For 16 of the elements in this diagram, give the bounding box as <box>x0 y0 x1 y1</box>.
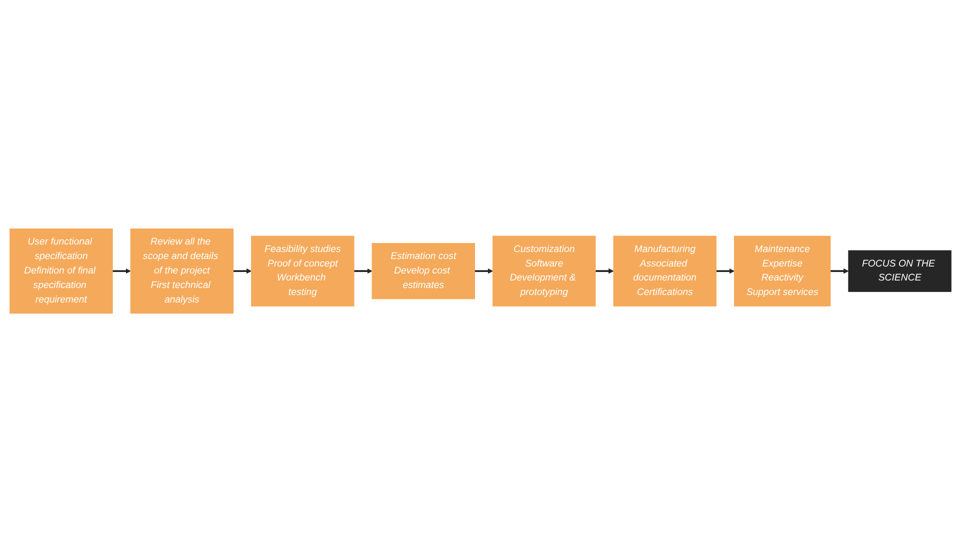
arrow <box>474 268 494 274</box>
node-box <box>130 228 234 314</box>
arrow <box>830 268 849 274</box>
process-flowchart: User functional specification Definition of final specification requirement Review all the scope and details of the project First technical analysis Feasibility studies Proof of concept Workbench testing Estimation cost Develop cost estimates FOCUS ON THE SCIENCE Maintenance Expertise Reactivity Support services Manufacturing Associated documentation Certifications Customization Software Development & prototyping <box>5 224 956 318</box>
arrow <box>354 268 372 274</box>
node-box <box>613 236 716 306</box>
node-box <box>734 236 831 306</box>
arrow <box>595 268 614 274</box>
node-box <box>10 228 113 314</box>
arrow <box>233 268 252 274</box>
node-box <box>372 242 476 300</box>
arrow <box>112 268 131 274</box>
node-box <box>251 236 354 306</box>
arrow <box>716 268 735 274</box>
node-box <box>848 250 952 292</box>
node-box <box>492 236 596 306</box>
